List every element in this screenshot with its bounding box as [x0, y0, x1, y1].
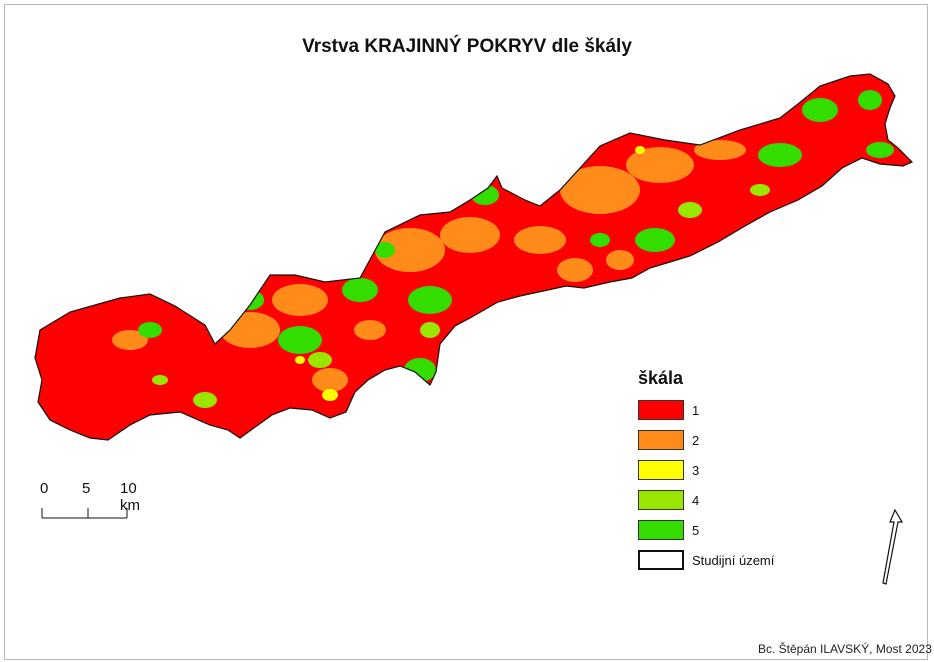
legend: škála 1 2 3 4 5 Studijní území	[638, 368, 774, 575]
legend-swatch-1	[638, 400, 684, 420]
legend-label-3: 3	[692, 462, 700, 478]
legend-swatch-2	[638, 430, 684, 450]
legend-label-4: 4	[692, 492, 700, 508]
legend-swatch-study-area	[638, 550, 684, 570]
legend-label-1: 1	[692, 402, 700, 418]
scale-label-10: 10 km	[120, 480, 140, 514]
map-title: Vrstva KRAJINNÝ POKRYV dle škály	[302, 36, 632, 57]
legend-item-5: 5	[638, 515, 774, 545]
legend-label-study-area: Studijní území	[692, 552, 775, 568]
map-frame	[4, 4, 928, 660]
legend-swatch-5	[638, 520, 684, 540]
legend-item-4: 4	[638, 485, 774, 515]
legend-item-3: 3	[638, 455, 774, 485]
scale-bar-line	[41, 508, 128, 519]
legend-item-2: 2	[638, 425, 774, 455]
legend-title: škála	[638, 368, 684, 388]
legend-swatch-3	[638, 460, 684, 480]
legend-label-2: 2	[692, 432, 700, 448]
legend-item-1: 1	[638, 395, 774, 425]
legend-item-study-area: Studijní území	[638, 545, 774, 575]
class-3-patches	[295, 146, 645, 401]
author-credit: Bc. Štěpán ILAVSKÝ, Most 2023	[758, 642, 932, 656]
legend-swatch-4	[638, 490, 684, 510]
scale-label-0: 0	[40, 480, 49, 497]
north-arrow-icon	[882, 508, 904, 585]
legend-label-5: 5	[692, 522, 700, 538]
scale-label-5: 5	[82, 480, 91, 497]
class-5-patches	[138, 90, 894, 382]
class-4-patches	[152, 184, 770, 408]
class-2-patches	[112, 140, 746, 392]
